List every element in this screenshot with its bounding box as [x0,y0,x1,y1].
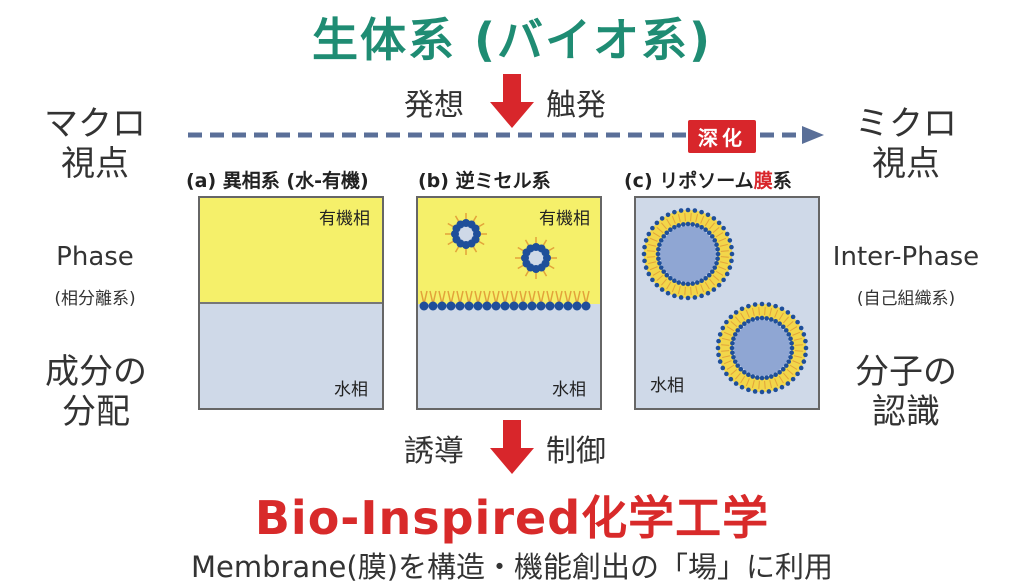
liposome [715,301,809,395]
micro-viewpoint-label: 視点 [872,144,940,184]
panel-b-water-label: 水相 [552,380,586,400]
phase-label: Phase [56,242,134,272]
interface-lipid [509,290,519,311]
interface-lipid [572,290,582,311]
inter-phase-label: Inter-Phase [832,242,980,272]
organic-phase-region [418,198,600,304]
interface-lipid [464,290,474,311]
panel-c-caption-highlight: 膜 [753,170,773,192]
down-arrow-top-icon [490,74,534,128]
panel-a-caption: (a) 異相系 (水-有機) [186,170,369,192]
inter-phase-sub-label: (自己組織系) [856,289,956,309]
macro-viewpoint: マクロ 視点 [40,104,150,184]
panel-c-caption-prefix: (c) リポソーム [624,170,754,192]
interface-lipid [446,290,456,311]
interface-lipid [527,290,537,311]
panel-b-organic-label: 有機相 [539,209,590,229]
phase-sub-label: (相分離系) [54,289,136,309]
panel-a-water-label: 水相 [334,380,368,400]
molecular-recognition: 分子の 認識 [836,352,976,432]
interface-lipid [545,290,555,311]
liposome [641,207,735,301]
deepening-badge: 深化 [688,120,756,153]
micro-viewpoint: ミクロ 視点 [846,104,966,184]
panel-c-liposome: 水相 [634,196,820,410]
down-arrow-bottom-icon [490,420,534,474]
interface-lipid [500,290,510,311]
molecule-label: 分子の [855,352,957,392]
interface-lipid [554,290,564,311]
interface-lipid [491,290,501,311]
title-top: 生体系 (バイオ系) [311,13,713,67]
component-label: 成分の [45,352,147,392]
arrow-bottom-right-label: 制御 [546,434,606,469]
component-distribution: 成分の 分配 [26,352,166,432]
arrow-top-right-label: 触発 [546,88,606,123]
arrow-top-left-label: 発想 [404,88,464,123]
interface-lipid [482,290,492,311]
micro-label: ミクロ [855,104,957,144]
reverse-micelle [515,237,557,279]
panel-c-water-label: 水相 [650,376,684,396]
interface-lipid [437,290,447,311]
distribution-label: 分配 [62,392,130,432]
subtitle: Membrane(膜)を構造・機能創出の「場」に利用 [190,550,834,584]
panel-a-organic-label: 有機相 [319,209,370,229]
interface-lipid [419,290,429,311]
reverse-micelle [445,213,487,255]
interface-lipid [563,290,573,311]
panel-c-caption: (c) リポソーム膜系 [624,166,792,193]
interface-lipid [473,290,483,311]
recognition-label: 認識 [872,392,940,432]
panel-b-caption: (b) 逆ミセル系 [418,170,551,192]
interface-lipid [518,290,528,311]
panel-a-biphasic: 有機相 水相 [198,196,384,410]
macro-viewpoint-label: 視点 [61,144,129,184]
macro-label: マクロ [44,104,146,144]
panel-c-caption-suffix: 系 [772,170,792,192]
interface-lipid [536,290,546,311]
interface-lipid [455,290,465,311]
interface-lipid [428,290,438,311]
arrow-bottom-left-label: 誘導 [404,434,464,469]
panel-b-reverse-micelle: 有機相 水相 [416,196,602,410]
interface-lipid [581,290,591,311]
reverse-micelle-drawing [419,213,591,311]
liposome-drawing [641,207,809,395]
organic-phase-region [200,198,382,304]
title-bottom: Bio-Inspired化学工学 [254,491,770,545]
